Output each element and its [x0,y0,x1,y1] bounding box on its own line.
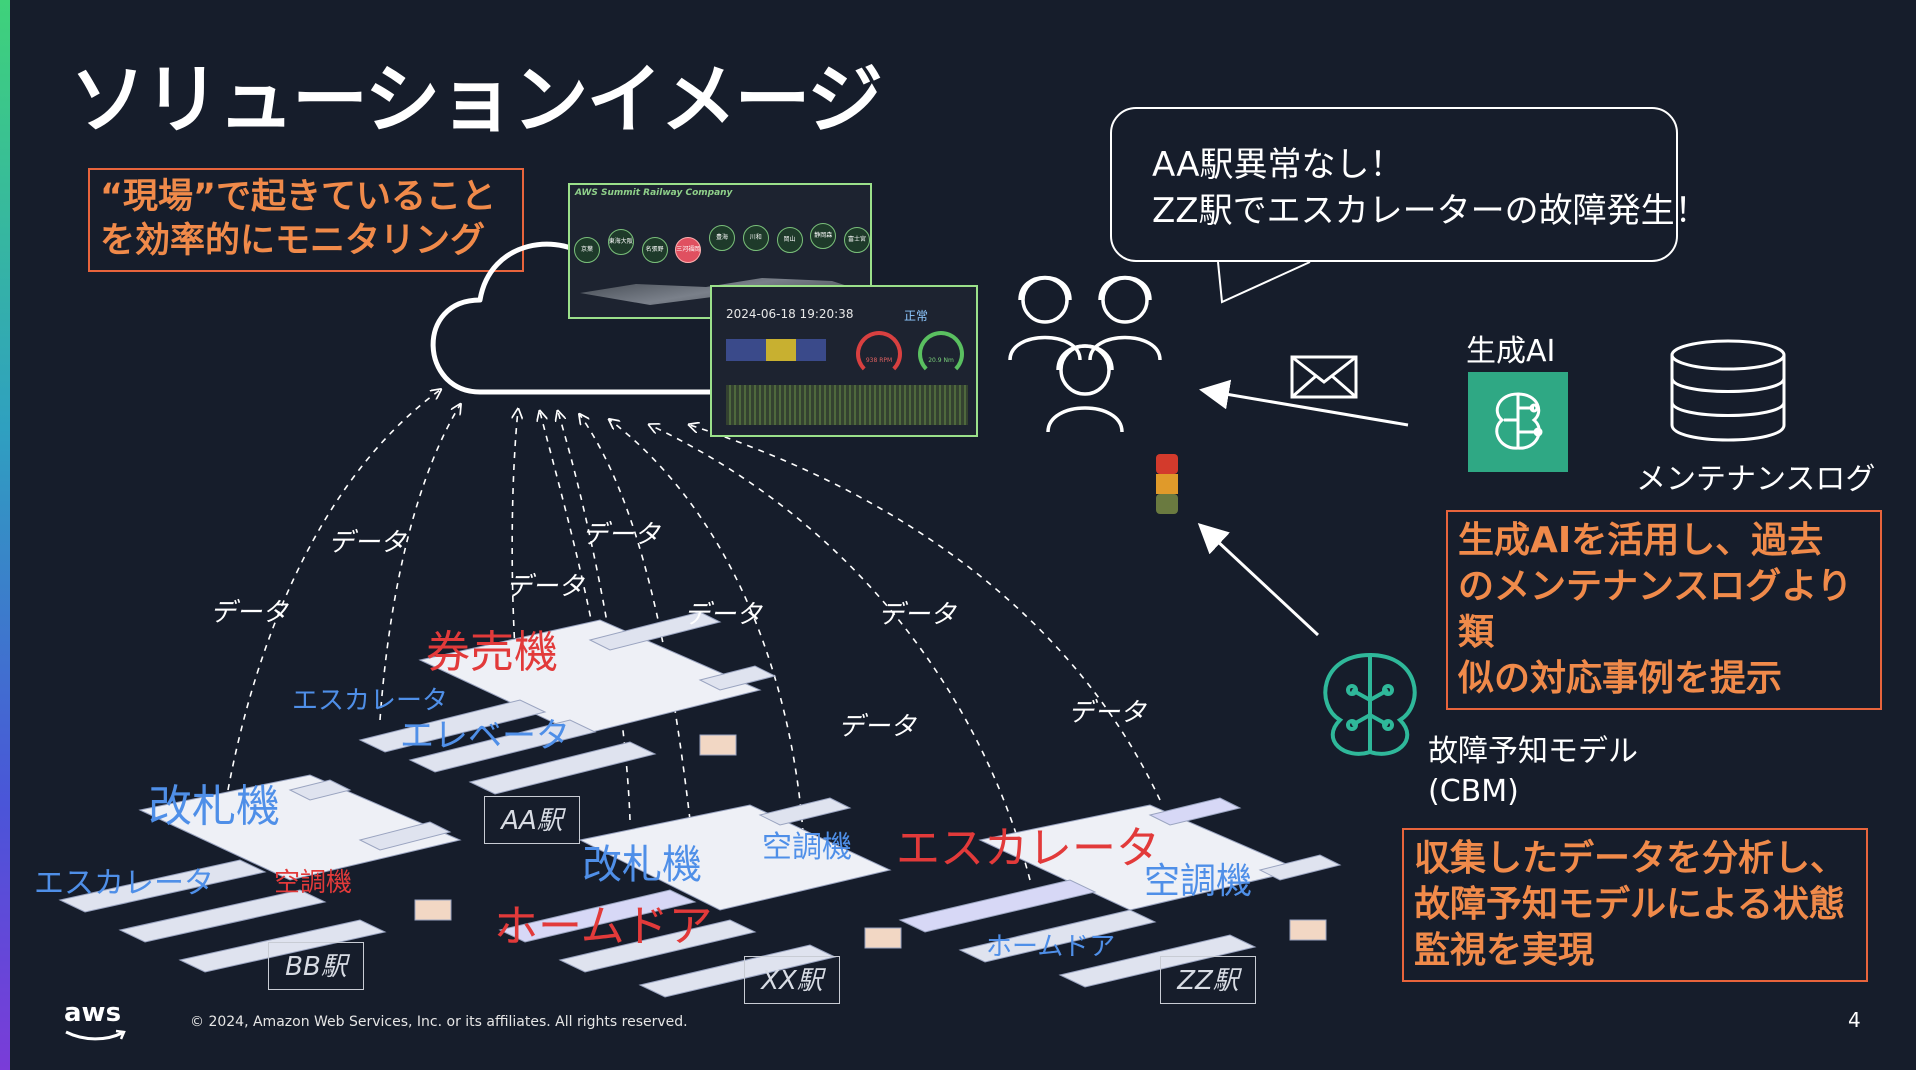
analysis-callout: 収集したデータを分析し、 故障予知モデルによる状態 監視を実現 [1402,828,1868,982]
station-zz [898,797,1342,988]
map-node: 静岡森 [810,223,837,249]
monitoring-callout-line1: “現場”で起きていること [100,177,497,217]
map-node-alert: 三河福岡 [675,237,702,263]
aws-logo: aws [64,1000,128,1045]
equipment-ticket-machine-aa: 券売機 [426,627,558,678]
data-label: データ [210,598,289,628]
equipment-platform-door-zz: ホームドア [986,932,1116,962]
equipment-ticket-gate-xx: 改札機 [582,842,702,888]
dashboard-metrics-screenshot: 2024-06-18 19:20:38 正常 938 RPM 20.9 Nm [710,285,978,437]
slide-title: ソリューションイメージ [70,55,883,144]
genai-callout: 生成AIを活用し、過去 のメンテナンスログより類 似の対応事例を提示 [1446,510,1882,710]
map-node: 川和 [742,225,769,251]
database-icon [1670,339,1786,442]
map-node: 豊海 [709,225,735,251]
cbm-label-line1: 故障予知モデル [1428,734,1638,769]
data-arrow-5 [558,412,631,821]
equipment-elevator-aa: エレベータ [400,716,570,756]
signal-tower-icon [1156,454,1178,514]
dashboard-map-nodes: 京葉 東海大阪 名張野 三河福岡 豊海 川和 岡山 静岡森 富士宮 [574,223,870,263]
map-node: 名張野 [641,237,668,263]
analysis-callout-line1: 収集したデータを分析し、 [1414,838,1847,879]
dashboard-gauge-2 [918,331,964,377]
operators-icon [1008,275,1162,433]
dashboard-status: 正常 [904,309,929,323]
map-node: 東海大阪 [607,229,634,255]
dashboard-line-chart [726,385,968,425]
data-arrow-7 [610,420,806,871]
data-arrow-3 [511,410,518,651]
station-label-aa: AA駅 [484,796,580,844]
dashboard-gauge-2-value: 20.9 Nm [928,357,954,364]
data-arrow-4 [540,412,596,641]
monitoring-callout-line2: を効率的にモニタリング [100,220,486,261]
equipment-ticket-gate-bb: 改札機 [148,781,280,832]
cbm-label: 故障予知モデル (CBM) [1428,732,1638,812]
speech-bubble-line2: ZZ駅でエスカレーターの故障発生！ [1152,191,1709,231]
data-label: データ [838,712,917,742]
data-label: データ [582,520,661,550]
station-xx [498,797,902,998]
genai-callout-line3: 似の対応事例を提示 [1458,658,1783,699]
genai-to-operators-arrow [1199,379,1409,427]
dashboard-datetime: 2024-06-18 19:20:38 [726,307,854,321]
dashboard-bar-chart [726,339,826,361]
dashboard-gauge-1-value: 938 RPM [865,357,893,364]
equipment-escalator-bb: エスカレータ [34,866,214,901]
map-node: 京葉 [574,237,600,263]
station-label-zz: ZZ駅 [1160,956,1256,1004]
analysis-callout-line3: 監視を実現 [1414,930,1595,971]
bubble-tail [1217,261,1311,304]
aws-smile-icon [65,1029,126,1041]
cbm-to-signal-arrow [1197,522,1320,637]
data-label: データ [684,600,763,630]
equipment-air-conditioner-bb: 空調機 [274,868,353,898]
data-label: データ [1068,698,1147,728]
station-label-bb: BB駅 [268,942,364,990]
genai-brain-icon [1495,392,1543,450]
dashboard-map-title: AWS Summit Railway Company [575,188,733,198]
analysis-callout-line2: 故障予知モデルによる状態 [1414,884,1845,925]
map-node: 富士宮 [844,227,870,253]
equipment-escalator-zz: エスカレータ [896,823,1160,874]
data-arrow-2 [379,405,460,721]
copyright-footer: © 2024, Amazon Web Services, Inc. or its… [190,1014,688,1030]
station-label-xx: XX駅 [744,956,840,1004]
station-bb [58,774,462,973]
data-label: データ [328,528,407,558]
map-node: 岡山 [776,227,803,253]
data-arrow-8 [650,425,1031,881]
genai-label: 生成AI [1466,334,1556,369]
speech-bubble [1110,107,1678,262]
genai-callout-line2: のメンテナンスログより類 [1458,566,1853,653]
genai-callout-line1: 生成AIを活用し、過去 [1458,520,1824,561]
equipment-escalator-aa: エスカレータ [292,686,449,716]
data-arrow-9 [690,425,1161,801]
aws-logo-text: aws [64,998,122,1028]
data-label: データ [878,600,957,630]
accent-bar [0,0,10,1070]
cbm-brain-icon [1323,652,1417,756]
equipment-air-conditioner-xx: 空調機 [762,830,852,865]
equipment-platform-door-xx: ホームドア [494,901,713,952]
data-label: データ [506,572,585,602]
monitoring-callout: “現場”で起きていること を効率的にモニタリング [88,168,524,272]
dashboard-gauge-1 [856,331,902,377]
genai-tile [1468,372,1568,472]
page-number: 4 [1848,1008,1861,1032]
equipment-air-conditioner-zz: 空調機 [1144,861,1253,902]
cbm-label-line2: (CBM) [1428,774,1519,809]
maintenance-log-label: メンテナンスログ [1636,462,1876,497]
mail-icon [1290,355,1358,399]
speech-bubble-text: AA駅異常なし！ ZZ駅でエスカレーターの故障発生！ [1152,142,1709,234]
speech-bubble-line1: AA駅異常なし！ [1152,145,1404,185]
station-aa [358,611,777,795]
